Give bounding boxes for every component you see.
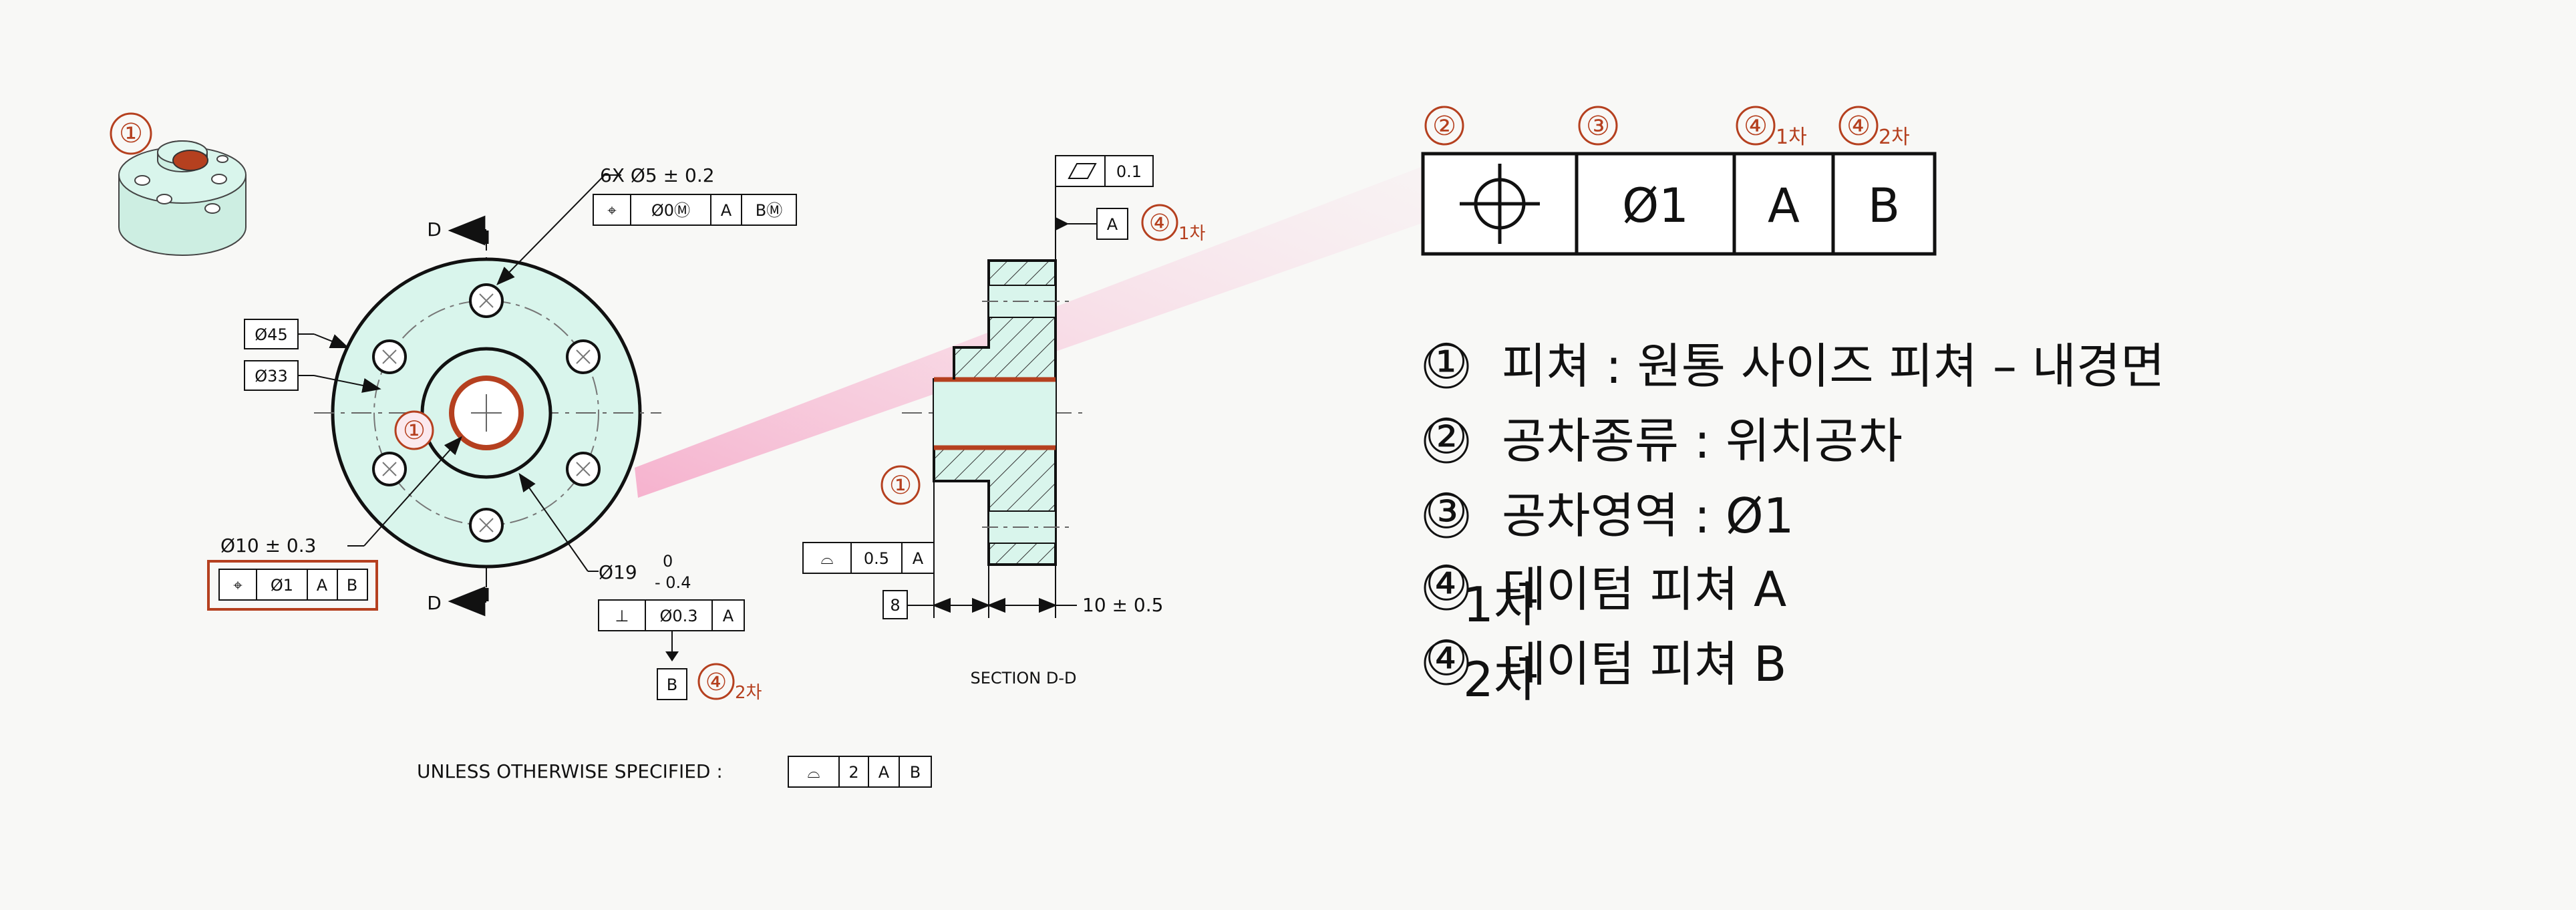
- svg-text:B: B: [910, 763, 921, 782]
- fcf-profile: ⌓ 0.5 A: [802, 542, 935, 574]
- fcf-primary-datum: A: [1768, 178, 1800, 233]
- callout-datum-b-sub: 2차: [735, 683, 762, 703]
- fcf-secondary-datum: B: [1868, 178, 1900, 233]
- callout-datum-a: ④: [1149, 210, 1170, 237]
- svg-text:공차종류 : 위치공차: 공차종류 : 위치공차: [1502, 413, 1903, 469]
- flatness-value: 0.1: [1116, 162, 1142, 181]
- svg-text:⌖: ⌖: [233, 576, 243, 595]
- svg-text:A: A: [317, 576, 328, 595]
- svg-text:⊥: ⊥: [615, 607, 629, 625]
- svg-text:2: 2: [848, 763, 858, 782]
- callout-type: ②: [1432, 111, 1456, 142]
- feature-control-frame: ② ③ ④ 1차 ④ 2차 Ø1 A B: [1421, 106, 1937, 256]
- svg-text:③: ③: [1425, 483, 1468, 539]
- svg-text:Ø0.3: Ø0.3: [659, 607, 697, 625]
- section-cut-top: D: [427, 218, 442, 241]
- bolt-holes: [372, 283, 601, 543]
- fcf-perp: ⊥ Ø0.3 A: [598, 599, 745, 631]
- legend-item: ① 피쳐 : 원통 사이즈 피쳐 – 내경면: [1424, 333, 2164, 394]
- fcf-bore: ⌖ Ø1 A B: [218, 569, 368, 601]
- svg-text:공차영역 : Ø1: 공차영역 : Ø1: [1502, 488, 1794, 544]
- legend-item: ③ 공차영역 : Ø1: [1424, 483, 1794, 544]
- svg-text:②: ②: [1425, 408, 1468, 464]
- legend-item: ④ 2차 데이텀 피쳐 B: [1424, 630, 1786, 708]
- callout-zone: ③: [1586, 111, 1610, 142]
- svg-text:Ø0Ⓜ: Ø0Ⓜ: [651, 201, 690, 220]
- svg-text:A: A: [878, 763, 890, 782]
- callout-feature-thumb: ①: [119, 118, 143, 149]
- svg-text:피쳐 : 원통 사이즈 피쳐 – 내경면: 피쳐 : 원통 사이즈 피쳐 – 내경면: [1502, 338, 2164, 394]
- callout-datum-a-sub: 1차: [1178, 224, 1206, 244]
- boss-upper-tol: 0: [663, 552, 673, 571]
- svg-text:A: A: [913, 549, 924, 568]
- boss-height-dim: 8: [890, 596, 900, 615]
- bolt-circle-dim: Ø33: [255, 367, 287, 386]
- fcf-flatness: 0.1: [1055, 155, 1154, 187]
- callout-secondary-sub: 2차: [1879, 126, 1910, 149]
- svg-text:④: ④: [1425, 630, 1468, 686]
- callout-feature-bore: ①: [403, 416, 426, 445]
- svg-text:⌖: ⌖: [607, 201, 617, 220]
- boss-dia-dim: Ø19: [599, 561, 637, 583]
- svg-text:A: A: [723, 607, 734, 625]
- outer-dia-dim: Ø45: [255, 325, 287, 344]
- front-view: D D ① 6X Ø5 ± 0.2: [207, 164, 797, 703]
- callout-secondary: ④: [1846, 111, 1871, 142]
- section-cut-bottom: D: [427, 592, 442, 614]
- boss-lower-tol: - 0.4: [655, 573, 691, 592]
- callout-feature-section: ①: [889, 470, 912, 500]
- bore-dim: Ø10 ± 0.3: [220, 535, 316, 557]
- svg-text:B: B: [347, 576, 357, 595]
- isometric-thumbnail: ①: [110, 112, 247, 256]
- general-note-text: UNLESS OTHERWISE SPECIFIED :: [417, 760, 723, 782]
- flange-width-dim: 10 ± 0.5: [1082, 594, 1163, 616]
- legend-item: ② 공차종류 : 위치공차: [1424, 408, 1903, 469]
- section-label: SECTION D-D: [971, 669, 1077, 688]
- general-note: UNLESS OTHERWISE SPECIFIED : ⌓ 2 A B: [417, 756, 932, 788]
- callout-primary: ④: [1744, 111, 1768, 142]
- svg-text:⌓: ⌓: [821, 549, 834, 568]
- svg-text:0.5: 0.5: [864, 549, 889, 568]
- callout-datum-b: ④: [705, 669, 727, 696]
- fcf-holes: ⌖ Ø0Ⓜ A BⓂ: [593, 194, 797, 226]
- svg-text:A: A: [721, 201, 732, 220]
- svg-text:BⓂ: BⓂ: [756, 201, 782, 220]
- section-view: 0.1 A ④ 1차 ① ⌓ 0.5 A 8 1: [802, 155, 1206, 688]
- svg-text:데이텀 피쳐 A: 데이텀 피쳐 A: [1502, 561, 1786, 617]
- svg-text:①: ①: [1425, 333, 1468, 390]
- svg-text:1차: 1차: [1463, 577, 1538, 633]
- svg-text:Ø1: Ø1: [271, 576, 293, 595]
- svg-text:④: ④: [1425, 555, 1468, 611]
- datum-a-box: A: [1107, 215, 1118, 234]
- fcf-zone-value: Ø1: [1622, 178, 1689, 233]
- datum-b-box: B: [667, 675, 677, 694]
- svg-text:데이텀 피쳐 B: 데이텀 피쳐 B: [1502, 636, 1786, 692]
- svg-text:⌓: ⌓: [808, 763, 820, 782]
- legend: ① 피쳐 : 원통 사이즈 피쳐 – 내경면 ② 공차종류 : 위치공차 ③ 공…: [1424, 333, 2164, 708]
- legend-item: ④ 1차 데이텀 피쳐 A: [1424, 555, 1786, 633]
- hole-pattern-dim: 6X Ø5 ± 0.2: [600, 164, 715, 186]
- svg-text:2차: 2차: [1463, 651, 1538, 708]
- callout-primary-sub: 1차: [1776, 126, 1807, 149]
